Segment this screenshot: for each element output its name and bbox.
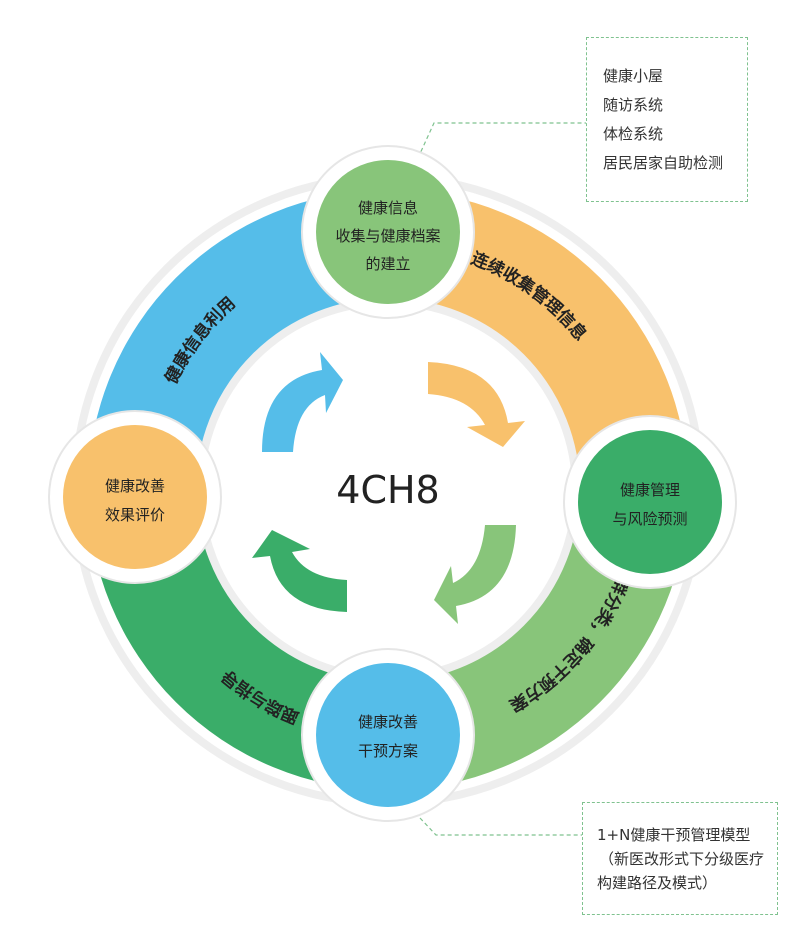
svg-text:收集与健康档案: 收集与健康档案 xyxy=(335,227,440,245)
note-top-item: 体检系统 xyxy=(603,125,664,143)
arrow-orange-icon xyxy=(428,362,525,447)
connector-top xyxy=(417,122,586,159)
connector-bottom xyxy=(419,817,582,836)
note-box-bottom: 1+N健康干预管理模型 （新医改形式下分级医疗 构建路径及模式） xyxy=(582,802,778,915)
arrow-lightgreen-icon xyxy=(434,525,516,624)
svg-text:健康信息: 健康信息 xyxy=(358,199,418,217)
note-bottom-line: 构建路径及模式） xyxy=(597,874,718,892)
arrow-blue-icon xyxy=(262,352,343,452)
node-bottom: 健康改善 干预方案 xyxy=(301,648,475,822)
note-bottom-line: （新医改形式下分级医疗 xyxy=(599,850,765,868)
center-label: 4CH8 xyxy=(336,468,439,512)
svg-text:健康管理: 健康管理 xyxy=(620,481,680,499)
note-top-item: 健康小屋 xyxy=(603,67,664,85)
note-box-top: 健康小屋 随访系统 体检系统 居民居家自助检测 xyxy=(586,37,748,202)
note-top-item: 随访系统 xyxy=(603,96,664,114)
note-bottom-line: 1+N健康干预管理模型 xyxy=(597,826,751,844)
arrow-green-icon xyxy=(252,530,347,612)
note-top-item: 居民居家自助检测 xyxy=(603,154,724,172)
node-right: 健康管理 与风险预测 xyxy=(563,415,737,589)
node-top: 健康信息 收集与健康档案 的建立 xyxy=(301,145,475,319)
node-left: 健康改善 效果评价 xyxy=(48,410,222,584)
svg-text:健康改善: 健康改善 xyxy=(105,477,165,495)
svg-text:的建立: 的建立 xyxy=(365,255,410,273)
svg-text:效果评价: 效果评价 xyxy=(105,506,165,524)
svg-text:与风险预测: 与风险预测 xyxy=(612,510,687,528)
svg-text:健康改善: 健康改善 xyxy=(358,713,418,731)
svg-text:干预方案: 干预方案 xyxy=(358,742,418,760)
